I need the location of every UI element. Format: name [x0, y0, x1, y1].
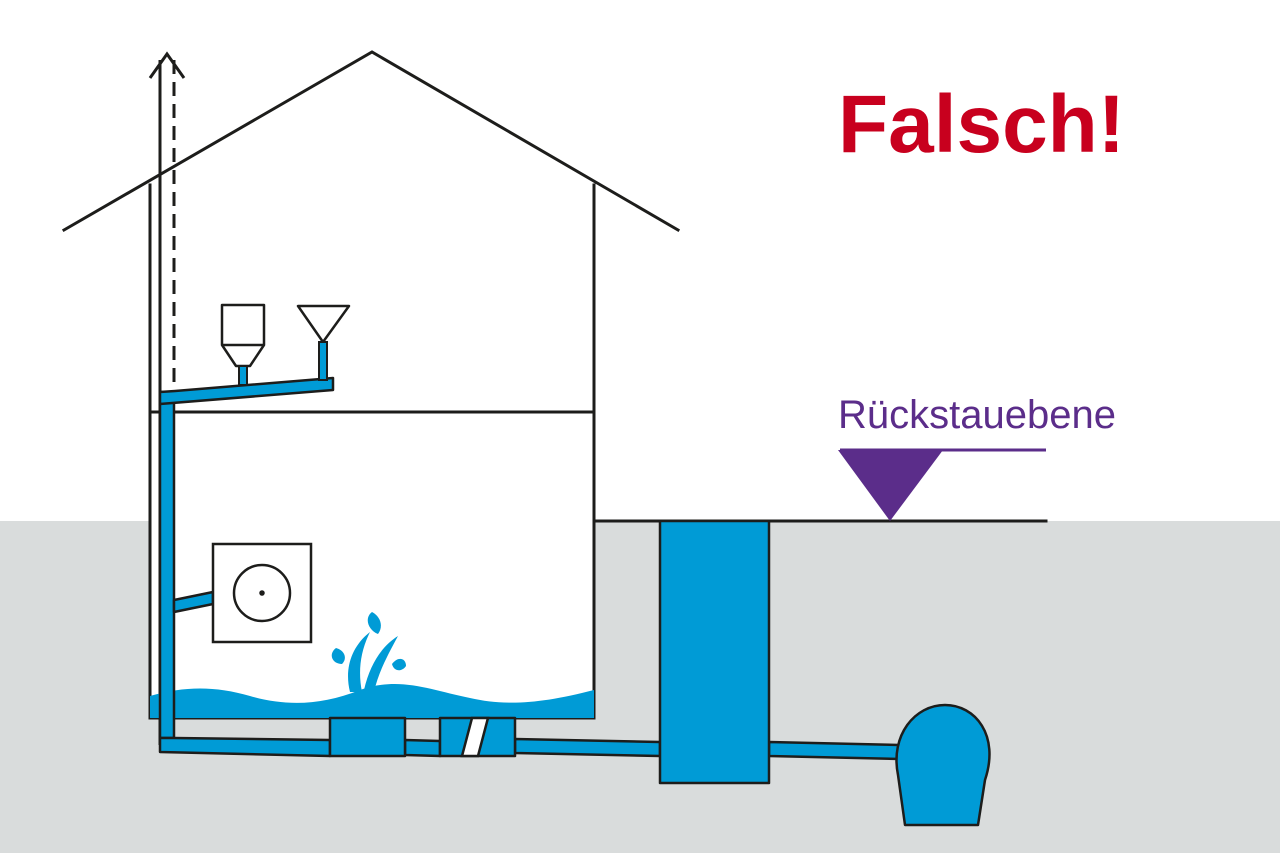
splash-drop-1 — [348, 632, 370, 692]
stack-pipe — [158, 390, 176, 740]
floor-drain-box — [328, 716, 407, 758]
inspection-shaft — [658, 519, 771, 785]
sewer-pipe-to-shaft — [513, 737, 662, 758]
page-title: Falsch! — [838, 79, 1125, 170]
triangle-down-icon — [838, 450, 943, 521]
public-sewer-main — [895, 703, 991, 827]
backflow-level-label: Rückstauebene — [838, 393, 1116, 437]
flood-water — [150, 684, 594, 718]
sewer-pipe-to-main — [767, 740, 902, 761]
washing-machine-door-dot — [259, 590, 265, 596]
drain-gap — [460, 716, 490, 758]
washing-machine-icon — [211, 542, 313, 644]
fixture-drains — [238, 341, 328, 386]
drain-gap-opening — [460, 716, 490, 758]
splash-drop-4 — [331, 648, 345, 664]
upper-branch-pipe — [158, 376, 335, 406]
backflow-level — [838, 448, 1046, 521]
sink-funnel-icon — [296, 304, 351, 344]
water-splash-icon — [331, 612, 406, 692]
sewer-pipe — [158, 736, 332, 758]
sink-drain-pipe — [318, 341, 328, 381]
arrow-up-icon — [148, 51, 186, 79]
toilet-drain-pipe — [238, 365, 248, 386]
roof — [61, 50, 681, 233]
splash-drop-5 — [392, 658, 406, 671]
splash-drop-2 — [364, 636, 398, 692]
sewer-pipe-mid — [403, 738, 442, 758]
fixtures — [220, 303, 351, 368]
splash-drop-3 — [367, 612, 381, 634]
